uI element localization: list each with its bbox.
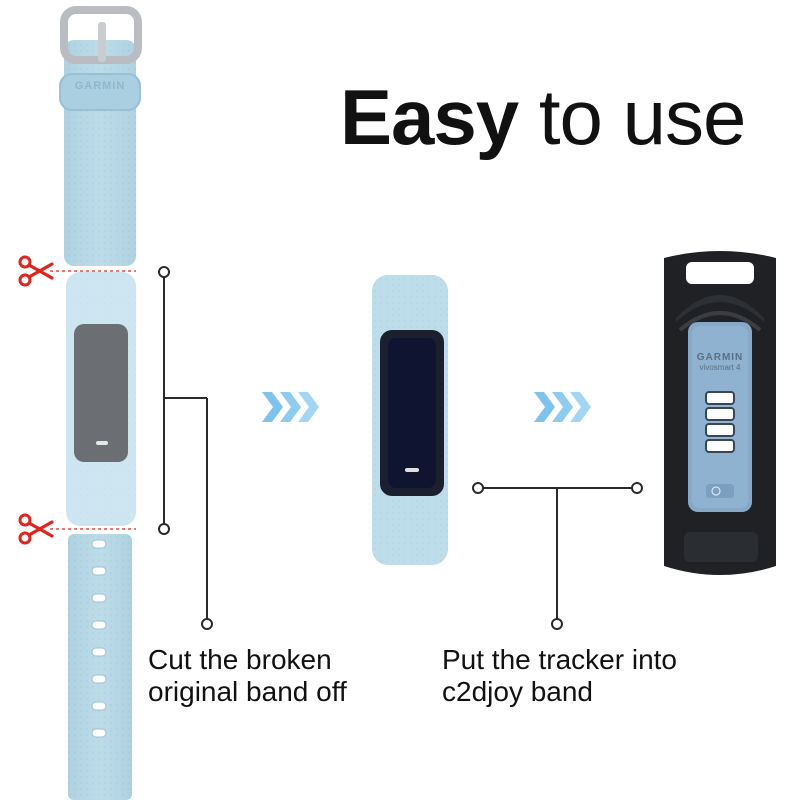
- device-model-label: vivosmart 4: [699, 363, 741, 372]
- band-keeper-loop: [59, 73, 141, 111]
- tracker-display: [388, 338, 436, 488]
- step2-caption: Put the tracker into c2djoy band: [442, 644, 677, 708]
- tracker-screen: [74, 324, 128, 462]
- original-band: [50, 6, 142, 800]
- band-slot: [686, 262, 754, 284]
- step1-connector: [158, 266, 213, 630]
- scissors-icon: [18, 255, 54, 287]
- step1-caption-line1: Cut the broken: [148, 644, 332, 675]
- step2-connector: [472, 482, 643, 630]
- step1-caption: Cut the broken original band off: [148, 644, 347, 708]
- step2-caption-line1: Put the tracker into: [442, 644, 678, 675]
- strap-holes: [91, 539, 107, 738]
- buckle-icon: [60, 6, 142, 64]
- scissors-icon: [18, 513, 54, 545]
- tracker-pod: [372, 275, 448, 565]
- step2-caption-line2: c2djoy band: [442, 676, 594, 707]
- headline-bold: Easy: [340, 73, 519, 161]
- band-brand-label: GARMIN: [74, 80, 126, 92]
- headline-rest: to use: [518, 73, 747, 161]
- chevrons-right-icon: [262, 392, 319, 422]
- headline: Easy to use: [340, 72, 747, 162]
- replacement-band: [664, 251, 776, 575]
- step1-caption-line2: original band off: [148, 676, 347, 707]
- device-brand-label: GARMIN: [696, 352, 744, 363]
- chevrons-right-icon: [534, 392, 591, 422]
